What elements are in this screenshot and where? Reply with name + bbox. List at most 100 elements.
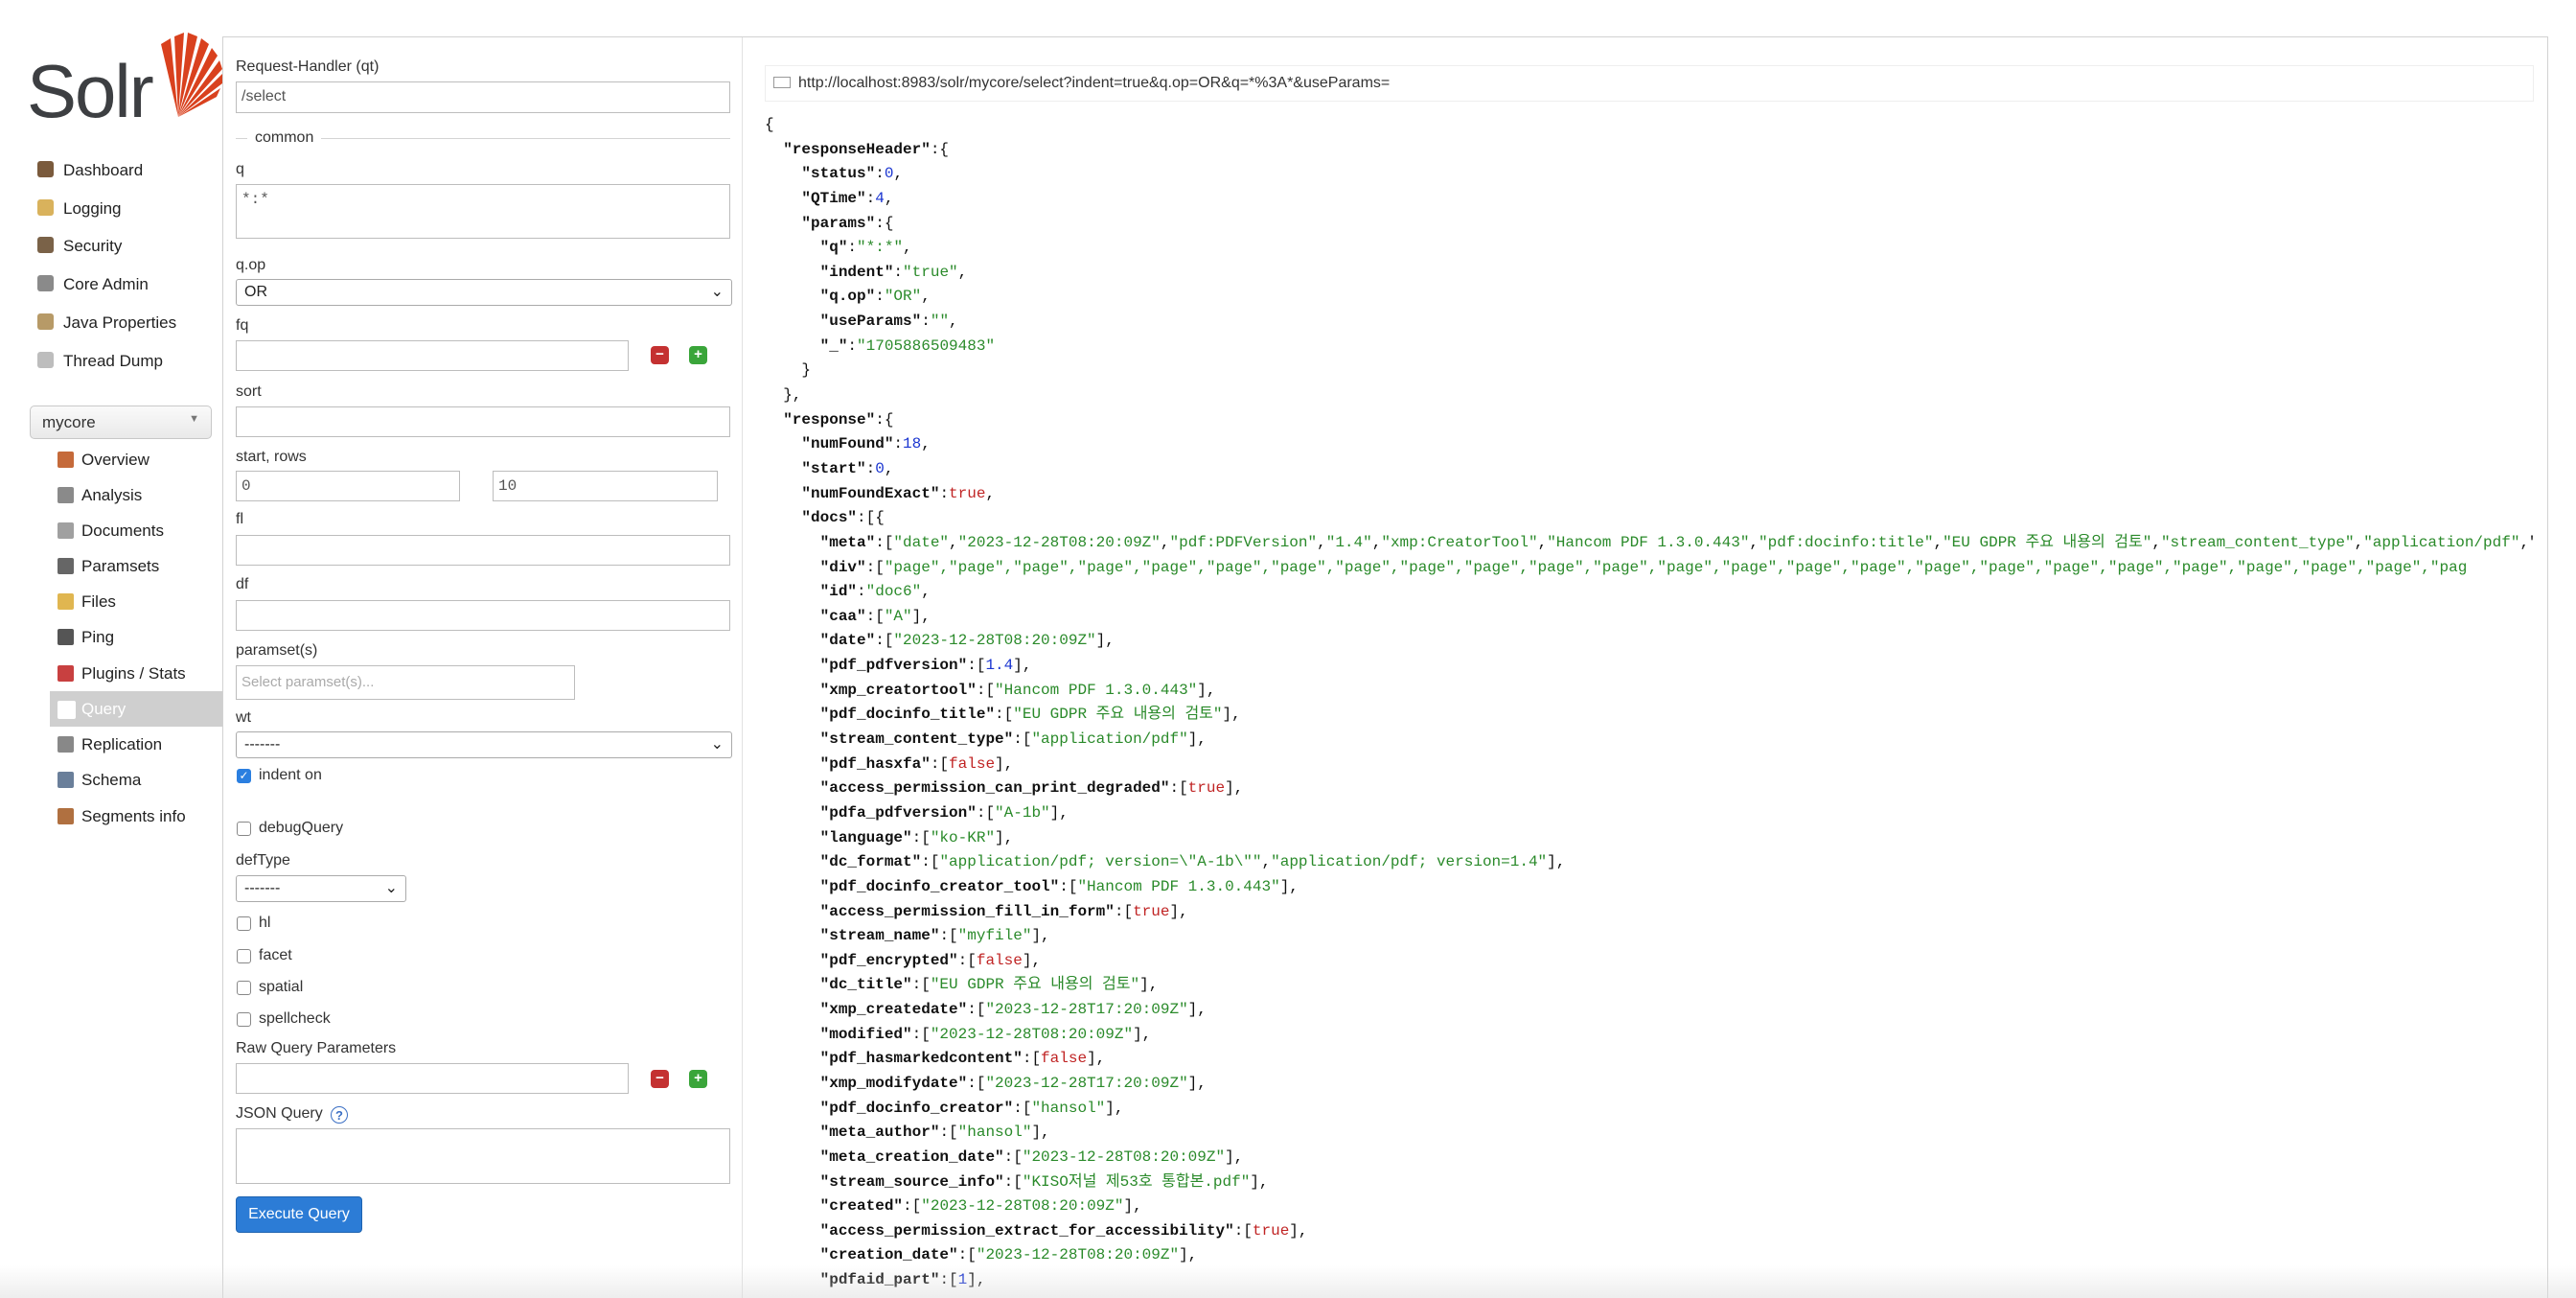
core-nav-item-query[interactable]: Query <box>50 691 222 727</box>
core-nav-item-files[interactable]: Files <box>50 584 222 619</box>
debug-query-checkbox[interactable] <box>237 822 251 836</box>
json-string: "2023-12-28T08:20:09Z" <box>1022 1147 1226 1166</box>
form-divider <box>742 37 743 1298</box>
hl-checkbox[interactable] <box>237 916 251 931</box>
core-selector[interactable]: mycore ▼ <box>30 406 212 439</box>
core-nav-item-documents[interactable]: Documents <box>50 513 222 548</box>
json-punct: ], <box>1187 1001 1207 1019</box>
json-punct: :[ <box>1013 730 1032 749</box>
spatial-checkbox[interactable] <box>237 981 251 995</box>
rows-input[interactable]: 10 <box>493 471 718 501</box>
fl-label: fl <box>236 511 243 527</box>
json-key: "pdfa_pdfversion" <box>819 803 977 822</box>
core-nav-item-paramsets[interactable]: Paramsets <box>50 548 222 584</box>
json-punct: , <box>921 583 931 601</box>
hl-label: hl <box>259 915 271 931</box>
sidebar-item-logging[interactable]: Logging <box>34 191 222 225</box>
paramsets-input[interactable]: Select paramset(s)... <box>236 665 575 700</box>
json-punct <box>765 608 820 625</box>
core-nav-item-ping[interactable]: Ping <box>50 619 222 655</box>
fl-input[interactable] <box>236 535 730 566</box>
core-admin-icon <box>37 275 54 291</box>
qop-select[interactable]: OR ⌄ <box>236 279 732 306</box>
indent-checkbox[interactable]: ✓ <box>237 769 251 783</box>
json-punct: :[ <box>967 1001 986 1019</box>
json-punct <box>765 288 820 305</box>
core-nav-item-label: Files <box>81 592 116 611</box>
df-label: df <box>236 576 249 592</box>
json-query-textarea[interactable] <box>236 1128 730 1184</box>
core-nav-item-schema[interactable]: Schema <box>50 762 222 798</box>
json-punct: , <box>903 239 912 257</box>
sort-input[interactable] <box>236 406 730 437</box>
json-line: "dc_format":["application/pdf; version=\… <box>765 850 2534 875</box>
json-punct: , <box>1261 853 1272 871</box>
json-line: "pdf_encrypted":[false], <box>765 949 2534 974</box>
core-nav-item-segments-info[interactable]: Segments info <box>50 799 222 834</box>
sunburst-icon <box>161 33 222 117</box>
spatial-label: spatial <box>259 979 304 995</box>
json-line: "pdf_hasxfa":[false], <box>765 753 2534 777</box>
logging-icon <box>37 199 54 216</box>
json-key: "access_permission_fill_in_form" <box>819 902 1115 920</box>
json-string: "2023-12-28T08:20:09Z" <box>957 533 1161 551</box>
json-key: "docs" <box>801 509 858 527</box>
json-line: "access_permission_extract_for_accessibi… <box>765 1219 2534 1244</box>
sidebar-item-java-properties[interactable]: Java Properties <box>34 305 222 339</box>
json-line: "created":["2023-12-28T08:20:09Z"], <box>765 1194 2534 1219</box>
dropdown-caret-icon: ▼ <box>189 413 199 425</box>
json-string: "1.4" <box>1325 533 1372 551</box>
json-query-label: JSON Query <box>236 1105 323 1122</box>
solr-logo[interactable]: Solr <box>27 31 222 133</box>
core-nav-item-overview[interactable]: Overview <box>50 442 222 477</box>
json-punct <box>765 215 801 232</box>
request-url-bar[interactable]: http://localhost:8983/solr/mycore/select… <box>765 65 2534 102</box>
start-input[interactable]: 0 <box>236 471 460 501</box>
json-punct <box>765 1050 820 1067</box>
json-punct <box>765 1222 820 1240</box>
execute-query-button[interactable]: Execute Query <box>236 1196 362 1233</box>
request-handler-input[interactable]: /select <box>236 81 730 113</box>
remove-raw-param-button[interactable]: − <box>651 1070 669 1088</box>
sidebar-divider <box>222 36 223 1298</box>
json-punct: :[ <box>939 927 958 945</box>
json-punct: ], <box>967 1271 986 1289</box>
json-punct: ], <box>1250 1172 1269 1191</box>
help-icon[interactable]: ? <box>331 1106 348 1124</box>
json-punct: ], <box>1289 1221 1308 1240</box>
add-fq-button[interactable]: + <box>689 346 707 364</box>
facet-checkbox[interactable] <box>237 949 251 963</box>
sidebar-item-security[interactable]: Security <box>34 228 222 263</box>
df-input[interactable] <box>236 600 730 631</box>
raw-params-input[interactable] <box>236 1063 629 1094</box>
json-punct: , <box>1160 533 1170 551</box>
qop-label: q.op <box>236 257 266 273</box>
add-raw-param-button[interactable]: + <box>689 1070 707 1088</box>
q-textarea[interactable]: *:* <box>236 184 730 239</box>
fq-label: fq <box>236 317 249 334</box>
sidebar-item-dashboard[interactable]: Dashboard <box>34 152 222 187</box>
json-string: "EU GDPR 주요 내용의 검토" <box>1943 533 2152 551</box>
sidebar-item-core-admin[interactable]: Core Admin <box>34 267 222 301</box>
json-punct <box>765 1197 820 1215</box>
core-nav-item-analysis[interactable]: Analysis <box>50 477 222 513</box>
fq-input[interactable] <box>236 340 629 371</box>
core-nav-item-replication[interactable]: Replication <box>50 727 222 762</box>
json-key: "div" <box>819 558 866 576</box>
wt-select[interactable]: ------- ⌄ <box>236 731 732 758</box>
sidebar-item-thread-dump[interactable]: Thread Dump <box>34 343 222 378</box>
deftype-select[interactable]: ------- ⌄ <box>236 875 406 902</box>
request-url-link[interactable]: http://localhost:8983/solr/mycore/select… <box>798 75 1391 91</box>
content-right-border <box>2547 36 2548 1298</box>
json-line: "xmp_createdate":["2023-12-28T17:20:09Z"… <box>765 998 2534 1023</box>
remove-fq-button[interactable]: − <box>651 346 669 364</box>
json-punct: : <box>875 165 885 183</box>
sort-label: sort <box>236 383 262 400</box>
spellcheck-checkbox[interactable] <box>237 1012 251 1027</box>
json-line: "pdf_pdfversion":[1.4], <box>765 654 2534 679</box>
json-punct: :[ <box>903 1197 922 1216</box>
json-punct: :[ <box>1169 779 1188 798</box>
core-nav-item-plugins-stats[interactable]: Plugins / Stats <box>50 656 222 691</box>
json-key: "pdf_docinfo_title" <box>819 706 996 724</box>
